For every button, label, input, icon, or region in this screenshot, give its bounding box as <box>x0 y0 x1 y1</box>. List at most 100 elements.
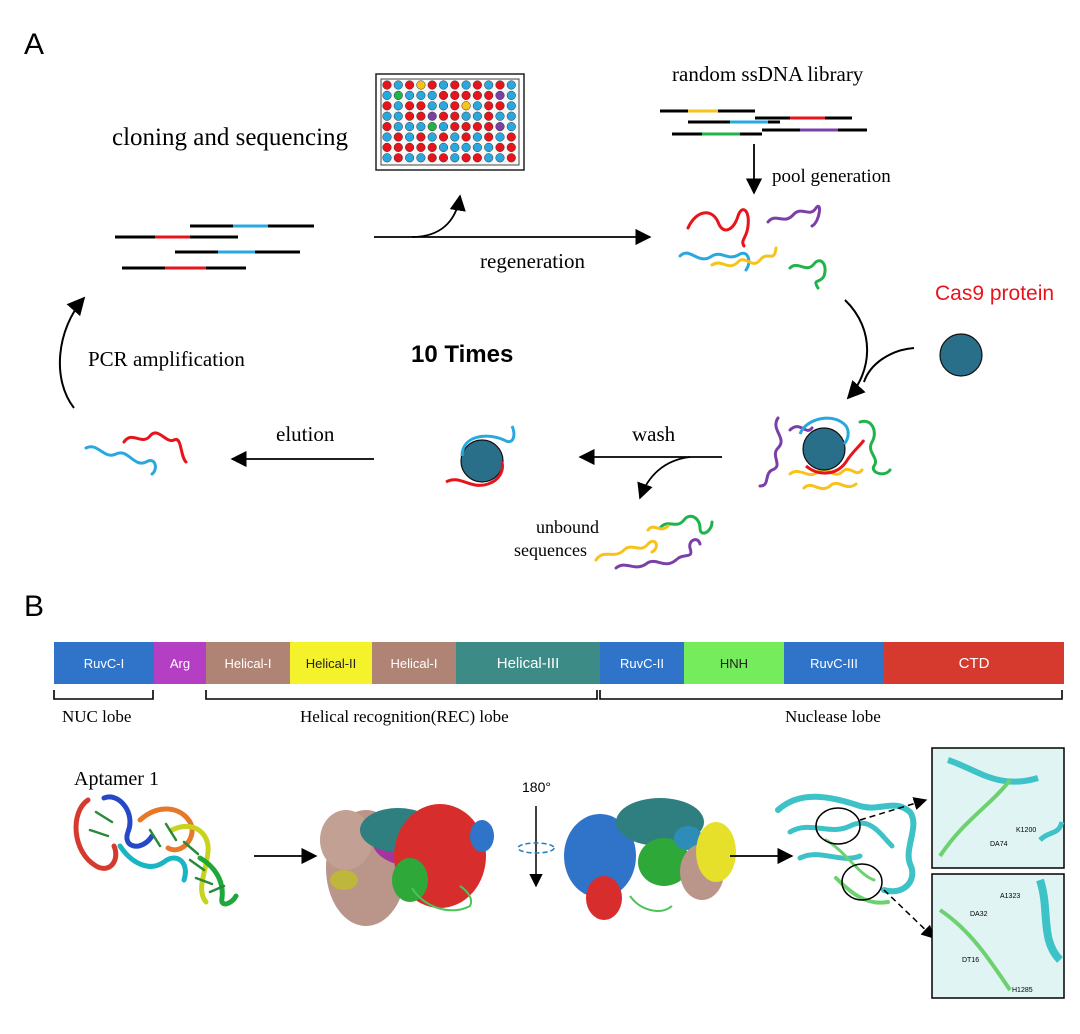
pool-generation-label: pool generation <box>772 166 891 187</box>
well <box>472 122 482 132</box>
residue-label: A1323 <box>1000 893 1020 900</box>
regeneration-label: regeneration <box>480 249 585 273</box>
well <box>393 90 403 100</box>
domain-label: Helical-I <box>225 656 272 671</box>
well <box>382 111 392 121</box>
well <box>472 132 482 142</box>
cycles-label: 10 Times <box>411 341 513 368</box>
aptamer-structure-image <box>73 794 239 907</box>
well <box>484 132 494 142</box>
domain-label: Helical-I <box>391 656 438 671</box>
washed-cas9-icon <box>460 439 504 483</box>
domain-segment <box>456 642 600 684</box>
well <box>506 153 516 163</box>
well <box>416 142 426 152</box>
well <box>450 142 460 152</box>
well <box>393 142 403 152</box>
cas9-label: Cas9 protein <box>935 282 1054 305</box>
elution-label: elution <box>276 422 335 446</box>
well <box>484 90 494 100</box>
well <box>405 122 415 132</box>
sequenced-strands <box>115 224 314 270</box>
well <box>382 132 392 142</box>
well <box>438 132 449 142</box>
well <box>416 90 426 100</box>
rec-lobe-label: Helical recognition(REC) lobe <box>300 707 509 726</box>
well <box>484 80 494 90</box>
well <box>382 153 392 163</box>
zoom-arrow-top <box>859 797 928 821</box>
well <box>506 80 516 90</box>
well <box>450 153 460 163</box>
well <box>484 142 494 152</box>
well <box>506 101 516 111</box>
well <box>416 122 426 132</box>
well <box>405 132 415 142</box>
well <box>405 111 415 121</box>
well <box>438 111 449 121</box>
well <box>438 80 449 90</box>
well <box>450 101 460 111</box>
residue-label: K1200 <box>1016 827 1036 834</box>
well-plate-icon <box>375 73 525 171</box>
well <box>472 90 482 100</box>
well <box>461 111 471 121</box>
washed-blue-strand <box>460 425 516 457</box>
well <box>450 90 460 100</box>
rotation-icon <box>517 842 555 854</box>
well <box>472 111 482 121</box>
protein-surface-front-image <box>320 804 494 926</box>
well <box>416 80 426 90</box>
well <box>382 80 392 90</box>
cas9-join-line <box>863 347 915 383</box>
well <box>405 142 415 152</box>
domain-segment <box>684 642 784 684</box>
well <box>506 111 516 121</box>
residue-label: H1285 <box>1012 987 1033 994</box>
nuc-lobe-label: NUC lobe <box>62 707 131 726</box>
well <box>506 142 516 152</box>
pcr-arrow <box>58 296 86 409</box>
well <box>405 80 415 90</box>
domain-segment <box>154 642 206 684</box>
well <box>461 80 471 90</box>
well <box>495 142 505 152</box>
bound-red-strand <box>805 439 866 475</box>
well <box>427 132 437 142</box>
random-pool <box>678 204 827 290</box>
well <box>382 101 392 111</box>
well <box>393 132 403 142</box>
well <box>484 101 494 111</box>
well <box>461 153 471 163</box>
unbound-sequences <box>594 514 714 570</box>
well <box>427 153 437 163</box>
well <box>450 132 460 142</box>
well <box>450 80 460 90</box>
ssdna-library <box>660 109 867 136</box>
library-label: random ssDNA library <box>672 62 864 86</box>
cas9-protein-icon <box>939 333 983 377</box>
well <box>461 122 471 132</box>
domain-segment <box>206 642 290 684</box>
sequences-label: sequences <box>514 540 587 560</box>
well <box>393 122 403 132</box>
aptamer-label: Aptamer 1 <box>74 768 159 790</box>
pcr-label: PCR amplification <box>88 347 245 371</box>
domain-label: RuvC-I <box>84 656 124 671</box>
well <box>393 153 403 163</box>
well <box>495 132 505 142</box>
well <box>461 90 471 100</box>
panel-a-label: A <box>24 28 44 61</box>
rotation-label: 180° <box>522 779 551 795</box>
well <box>438 122 449 132</box>
residue-label: DT16 <box>962 957 979 964</box>
washed-red-strand <box>445 461 504 487</box>
well <box>382 142 392 152</box>
well <box>427 122 437 132</box>
domain-label: RuvC-III <box>810 656 858 671</box>
lobe-brackets <box>53 690 1063 700</box>
well <box>382 122 392 132</box>
well <box>427 90 437 100</box>
well <box>472 142 482 152</box>
